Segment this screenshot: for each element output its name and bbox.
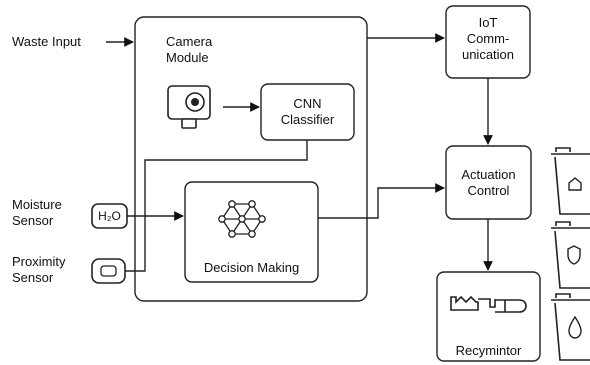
bin-icon [551, 221, 590, 289]
moisture-sensor-label: Moisture Sensor [12, 197, 62, 228]
iot-communication-label: IoT Comm- unication [461, 15, 515, 62]
proximity-sensor-icon [91, 258, 126, 284]
bin-icon [551, 147, 590, 215]
actuation-control-label: Actuation Control [461, 167, 516, 198]
camera-icon [167, 85, 211, 129]
connector-arrows [106, 33, 493, 272]
neural-network-icon [218, 200, 266, 238]
recymintor-label: Recymintor [455, 343, 522, 358]
cnn-classifier-label: CNN Classifier [280, 96, 335, 127]
conveyor-icon [450, 295, 527, 313]
bin-icon [551, 293, 590, 361]
h2o-label: H₂O [98, 209, 121, 223]
recymintor-box [436, 271, 541, 362]
camera-module-label: Camera Module [166, 34, 213, 65]
waste-input-label: Waste Input [12, 34, 81, 49]
proximity-sensor-label: Proximity Sensor [12, 254, 66, 285]
decision-making-label: Decision Making [203, 260, 300, 275]
